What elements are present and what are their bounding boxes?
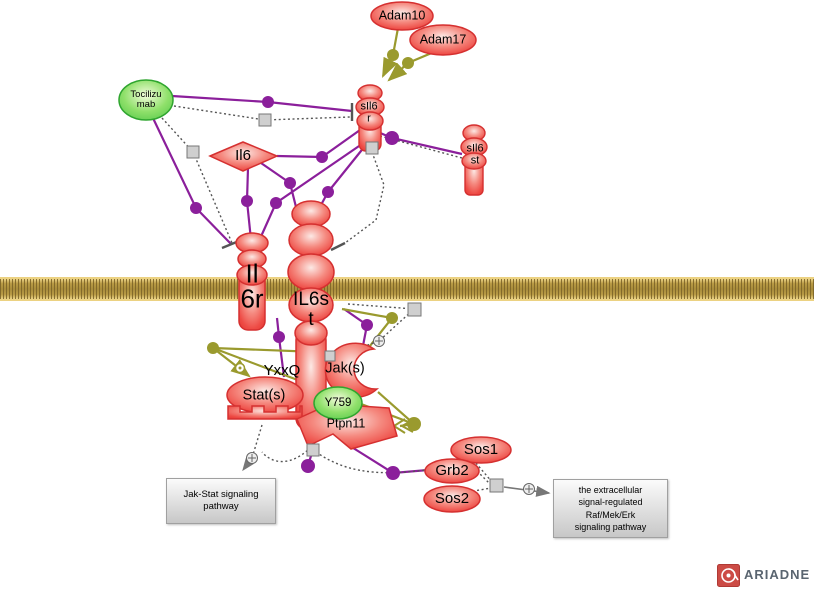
- edge-tocilizumab-sil6r[interactable]: [171, 94, 353, 113]
- il6st-label[interactable]: IL6s t: [293, 289, 329, 330]
- il6-label[interactable]: Il6: [235, 147, 251, 165]
- jak-stat-pathway-box[interactable]: Jak-Stat signaling pathway: [166, 478, 276, 524]
- sil6r-label[interactable]: sIl6 r: [360, 100, 378, 124]
- sos1-label[interactable]: Sos1: [463, 441, 499, 459]
- adam10-label[interactable]: Adam10: [378, 8, 426, 23]
- il6r-receptor-shape[interactable]: [235, 232, 269, 331]
- raf-mek-erk-pathway-box[interactable]: the extracellular signal-regulated Raf/M…: [553, 479, 668, 538]
- sos2-node[interactable]: [423, 485, 481, 513]
- sos2-label[interactable]: Sos2: [434, 490, 470, 508]
- olive-dot-group: [207, 49, 421, 431]
- sil6st-receptor-shape[interactable]: [460, 124, 488, 196]
- edge-dotted-grb2-box[interactable]: [476, 470, 492, 486]
- adam17-node[interactable]: [409, 24, 477, 56]
- grb2-node[interactable]: [424, 458, 480, 484]
- tocilizumab-node[interactable]: [118, 79, 174, 121]
- circled-dot-icon: [234, 362, 246, 374]
- il6r-label[interactable]: Il 6r: [240, 258, 264, 313]
- y759-site-node[interactable]: [313, 386, 363, 420]
- ariadne-logo-text: ARIADNE: [744, 567, 811, 582]
- il6-ligand-node[interactable]: [208, 141, 279, 172]
- edge-dotted-curve-left[interactable]: [261, 443, 315, 463]
- binding-square-group[interactable]: [186, 113, 504, 493]
- edge-dotted-il6st-jaks[interactable]: [336, 303, 416, 357]
- sil6st-label[interactable]: sIl6 st: [466, 142, 484, 166]
- tocilizumab-label[interactable]: Tocilizu mab: [130, 89, 162, 110]
- edge-dotted-sil6r-il6st[interactable]: [340, 151, 385, 247]
- ariadne-logo-icon: [717, 564, 740, 587]
- y759-label[interactable]: Y759: [324, 396, 352, 409]
- edge-dotted-tocilizumab-il6r[interactable]: [161, 117, 233, 244]
- jaks-label[interactable]: Jak(s): [325, 360, 365, 377]
- circled-plus-icon-group: [246, 335, 535, 495]
- il6st-receptor-shape[interactable]: [287, 200, 335, 431]
- stats-label[interactable]: Stat(s): [242, 387, 286, 404]
- grb2-label[interactable]: Grb2: [435, 462, 469, 480]
- tee-end-icon: [330, 241, 346, 252]
- edge-tocilizumab-il6r[interactable]: [151, 115, 232, 245]
- edge-dot-group: [190, 96, 400, 480]
- adam17-label[interactable]: Adam17: [419, 32, 467, 47]
- edge-dotted-curve-right[interactable]: [315, 451, 426, 474]
- yxxq-label[interactable]: YxxQ: [263, 362, 301, 380]
- adam10-node[interactable]: [370, 1, 434, 31]
- cell-membrane: [0, 277, 814, 301]
- edge-dotted-sos2-box[interactable]: [467, 487, 492, 493]
- stats-tf-shape[interactable]: [226, 376, 304, 420]
- ptpn11-label[interactable]: Ptpn11: [326, 416, 366, 431]
- sos1-node[interactable]: [450, 436, 512, 464]
